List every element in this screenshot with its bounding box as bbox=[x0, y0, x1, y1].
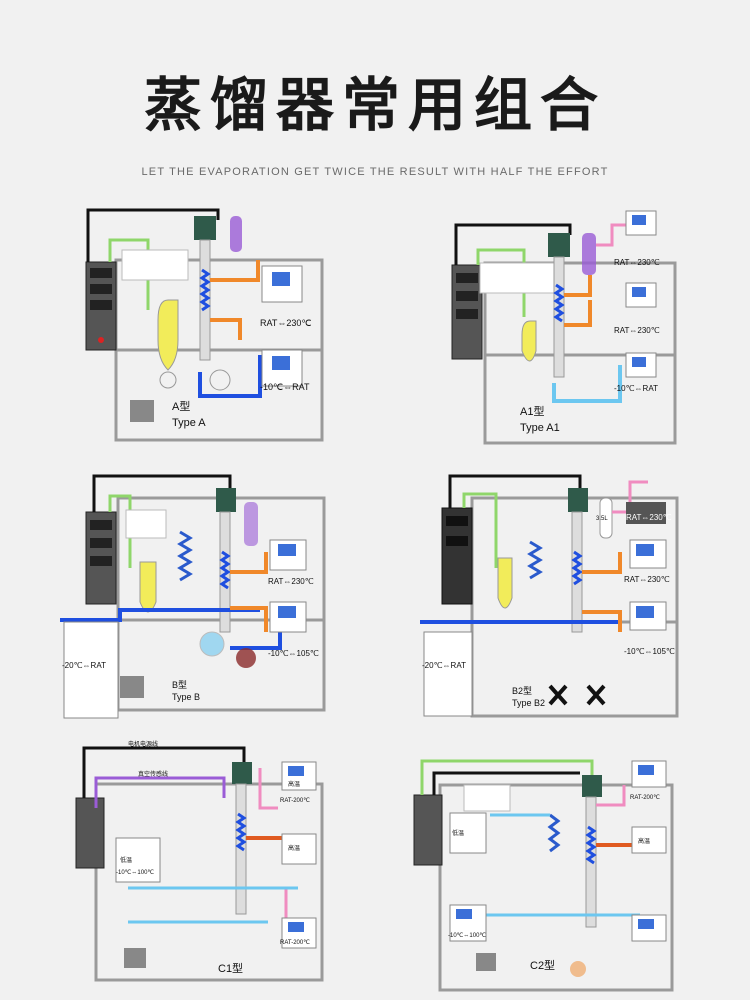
svg-text:Type B2: Type B2 bbox=[512, 698, 545, 708]
type-label-en: Type A bbox=[172, 417, 206, 429]
diagram-type-a: RAT⇔230℃ -10℃⇔RAT A型 Type A bbox=[68, 200, 330, 452]
diagram-type-a1: RAT⇔230℃ RAT⇔230℃ -10℃⇔RAT A1型 Type A1 bbox=[440, 205, 685, 450]
svg-text:A1型: A1型 bbox=[520, 404, 544, 418]
diagram-type-b2: 3.5L RAT⇔230℃ RAT⇔230℃ -10℃⇔105℃ -20℃⇔RA… bbox=[420, 472, 685, 724]
svg-text:RAT-200℃: RAT-200℃ bbox=[280, 940, 310, 946]
svg-text:B2型: B2型 bbox=[512, 686, 532, 696]
svg-text:RAT⇔230℃: RAT⇔230℃ bbox=[268, 577, 314, 586]
svg-text:-10℃⇔100℃: -10℃⇔100℃ bbox=[448, 933, 486, 939]
diagram-type-b: RAT⇔230℃ -10℃⇔105℃ -20℃⇔RAT B型 Type B bbox=[60, 472, 332, 724]
svg-text:RAT⇔230℃: RAT⇔230℃ bbox=[624, 575, 670, 584]
svg-text:-10℃⇔105℃: -10℃⇔105℃ bbox=[624, 647, 675, 656]
svg-text:高温: 高温 bbox=[288, 780, 300, 788]
diagram-type-c2: 低温 RAT-200℃ 高温 -10℃⇔100℃ C2型 bbox=[410, 755, 682, 995]
svg-text:3.5L: 3.5L bbox=[596, 516, 608, 522]
svg-text:真空传感线: 真空传感线 bbox=[138, 770, 168, 778]
page-title: 蒸馏器常用组合 bbox=[143, 71, 606, 139]
svg-text:低温: 低温 bbox=[452, 829, 464, 837]
svg-text:高温: 高温 bbox=[288, 844, 300, 852]
type-label-cn: A型 bbox=[172, 399, 190, 413]
svg-text:-10℃⇔105℃: -10℃⇔105℃ bbox=[268, 649, 319, 658]
svg-text:-20℃⇔RAT: -20℃⇔RAT bbox=[422, 661, 466, 670]
svg-text:C2型: C2型 bbox=[530, 958, 555, 972]
svg-text:-20℃⇔RAT: -20℃⇔RAT bbox=[62, 661, 106, 670]
svg-text:Type A1: Type A1 bbox=[520, 422, 560, 434]
svg-text:RAT-200℃: RAT-200℃ bbox=[280, 798, 310, 804]
svg-text:RAT⇔230℃: RAT⇔230℃ bbox=[614, 326, 660, 335]
svg-text:RAT⇔230℃: RAT⇔230℃ bbox=[626, 513, 672, 522]
diagram-type-c1: 电机电源线 真空传感线 低温 -10℃⇔100℃ 高温 RAT-200℃ 高温 … bbox=[68, 738, 330, 990]
cold-temp: -10℃⇔RAT bbox=[260, 382, 310, 392]
svg-text:低温: 低温 bbox=[120, 856, 132, 864]
svg-text:B型: B型 bbox=[172, 680, 187, 690]
svg-text:C1型: C1型 bbox=[218, 961, 243, 975]
svg-text:Type B: Type B bbox=[172, 692, 200, 702]
svg-text:RAT⇔230℃: RAT⇔230℃ bbox=[614, 258, 660, 267]
svg-text:-10℃⇔RAT: -10℃⇔RAT bbox=[614, 384, 658, 393]
svg-text:电机电源线: 电机电源线 bbox=[128, 740, 158, 748]
page-subtitle: LET THE EVAPORATION GET TWICE THE RESULT… bbox=[141, 166, 609, 178]
svg-text:-10℃⇔100℃: -10℃⇔100℃ bbox=[116, 870, 154, 876]
svg-text:高温: 高温 bbox=[638, 837, 650, 845]
hot-temp: RAT⇔230℃ bbox=[260, 318, 311, 328]
svg-text:RAT-200℃: RAT-200℃ bbox=[630, 795, 660, 801]
